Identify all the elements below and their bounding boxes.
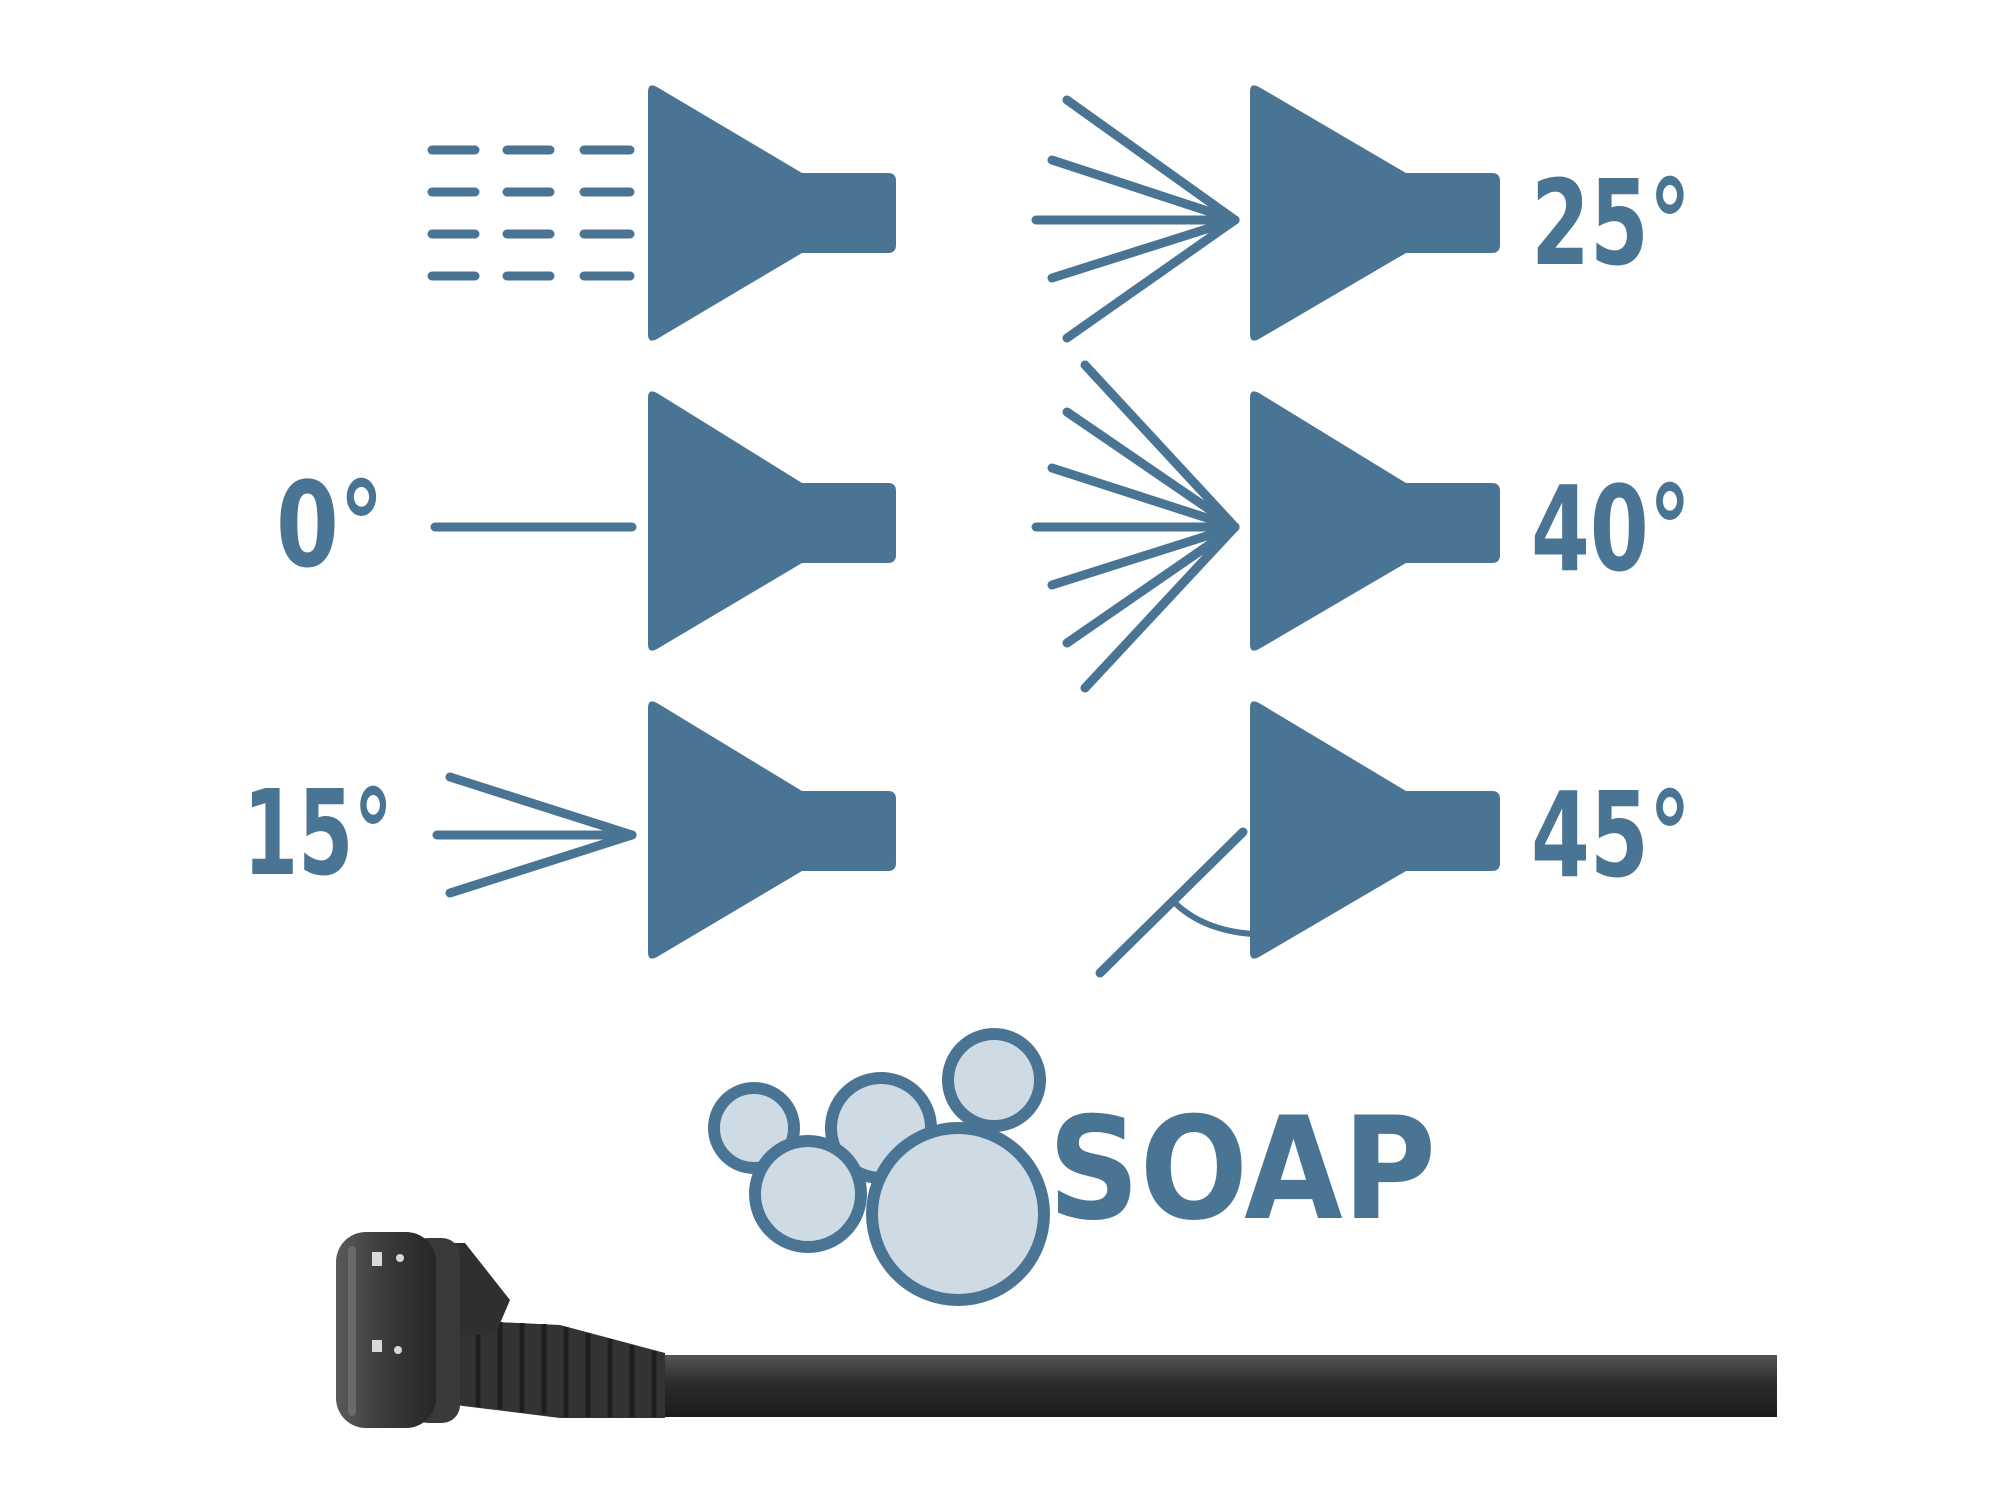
- nozzle-icon: [648, 85, 896, 341]
- nozzle-icon: [1250, 391, 1500, 651]
- label-15-degree: 15°: [243, 764, 393, 902]
- nozzle-icon: [1250, 701, 1500, 959]
- wand-tube: [640, 1355, 1777, 1417]
- fan-25-icon: [1031, 95, 1240, 343]
- nozzle-icon: [648, 701, 896, 959]
- rinse-spray-icon: [427, 145, 635, 281]
- fan-15-icon: [432, 772, 637, 898]
- soap-bubbles-icon: [708, 1028, 1050, 1306]
- nozzle-rinse-group: [427, 85, 896, 341]
- label-0-degree: 0°: [276, 456, 384, 594]
- fan-40-icon: [1031, 360, 1240, 693]
- nozzle-0-group: 0°: [276, 391, 896, 651]
- nozzle-25-group: 25°: [1031, 85, 1691, 343]
- nozzle-icon: [1250, 85, 1500, 341]
- nozzle-45-group: 45°: [1095, 701, 1691, 978]
- nozzle-40-group: 40°: [1031, 360, 1691, 693]
- spray-wand-photo: [336, 1232, 1777, 1428]
- angle-45-icon: [1095, 827, 1255, 978]
- soap-label: SOAP: [1048, 1087, 1436, 1252]
- nozzle-icon: [648, 391, 896, 651]
- wand-nozzle-head: [336, 1232, 436, 1428]
- nozzle-15-group: 15°: [243, 701, 896, 959]
- label-45-degree: 45°: [1531, 766, 1691, 904]
- label-40-degree: 40°: [1531, 460, 1691, 598]
- label-25-degree: 25°: [1531, 154, 1691, 292]
